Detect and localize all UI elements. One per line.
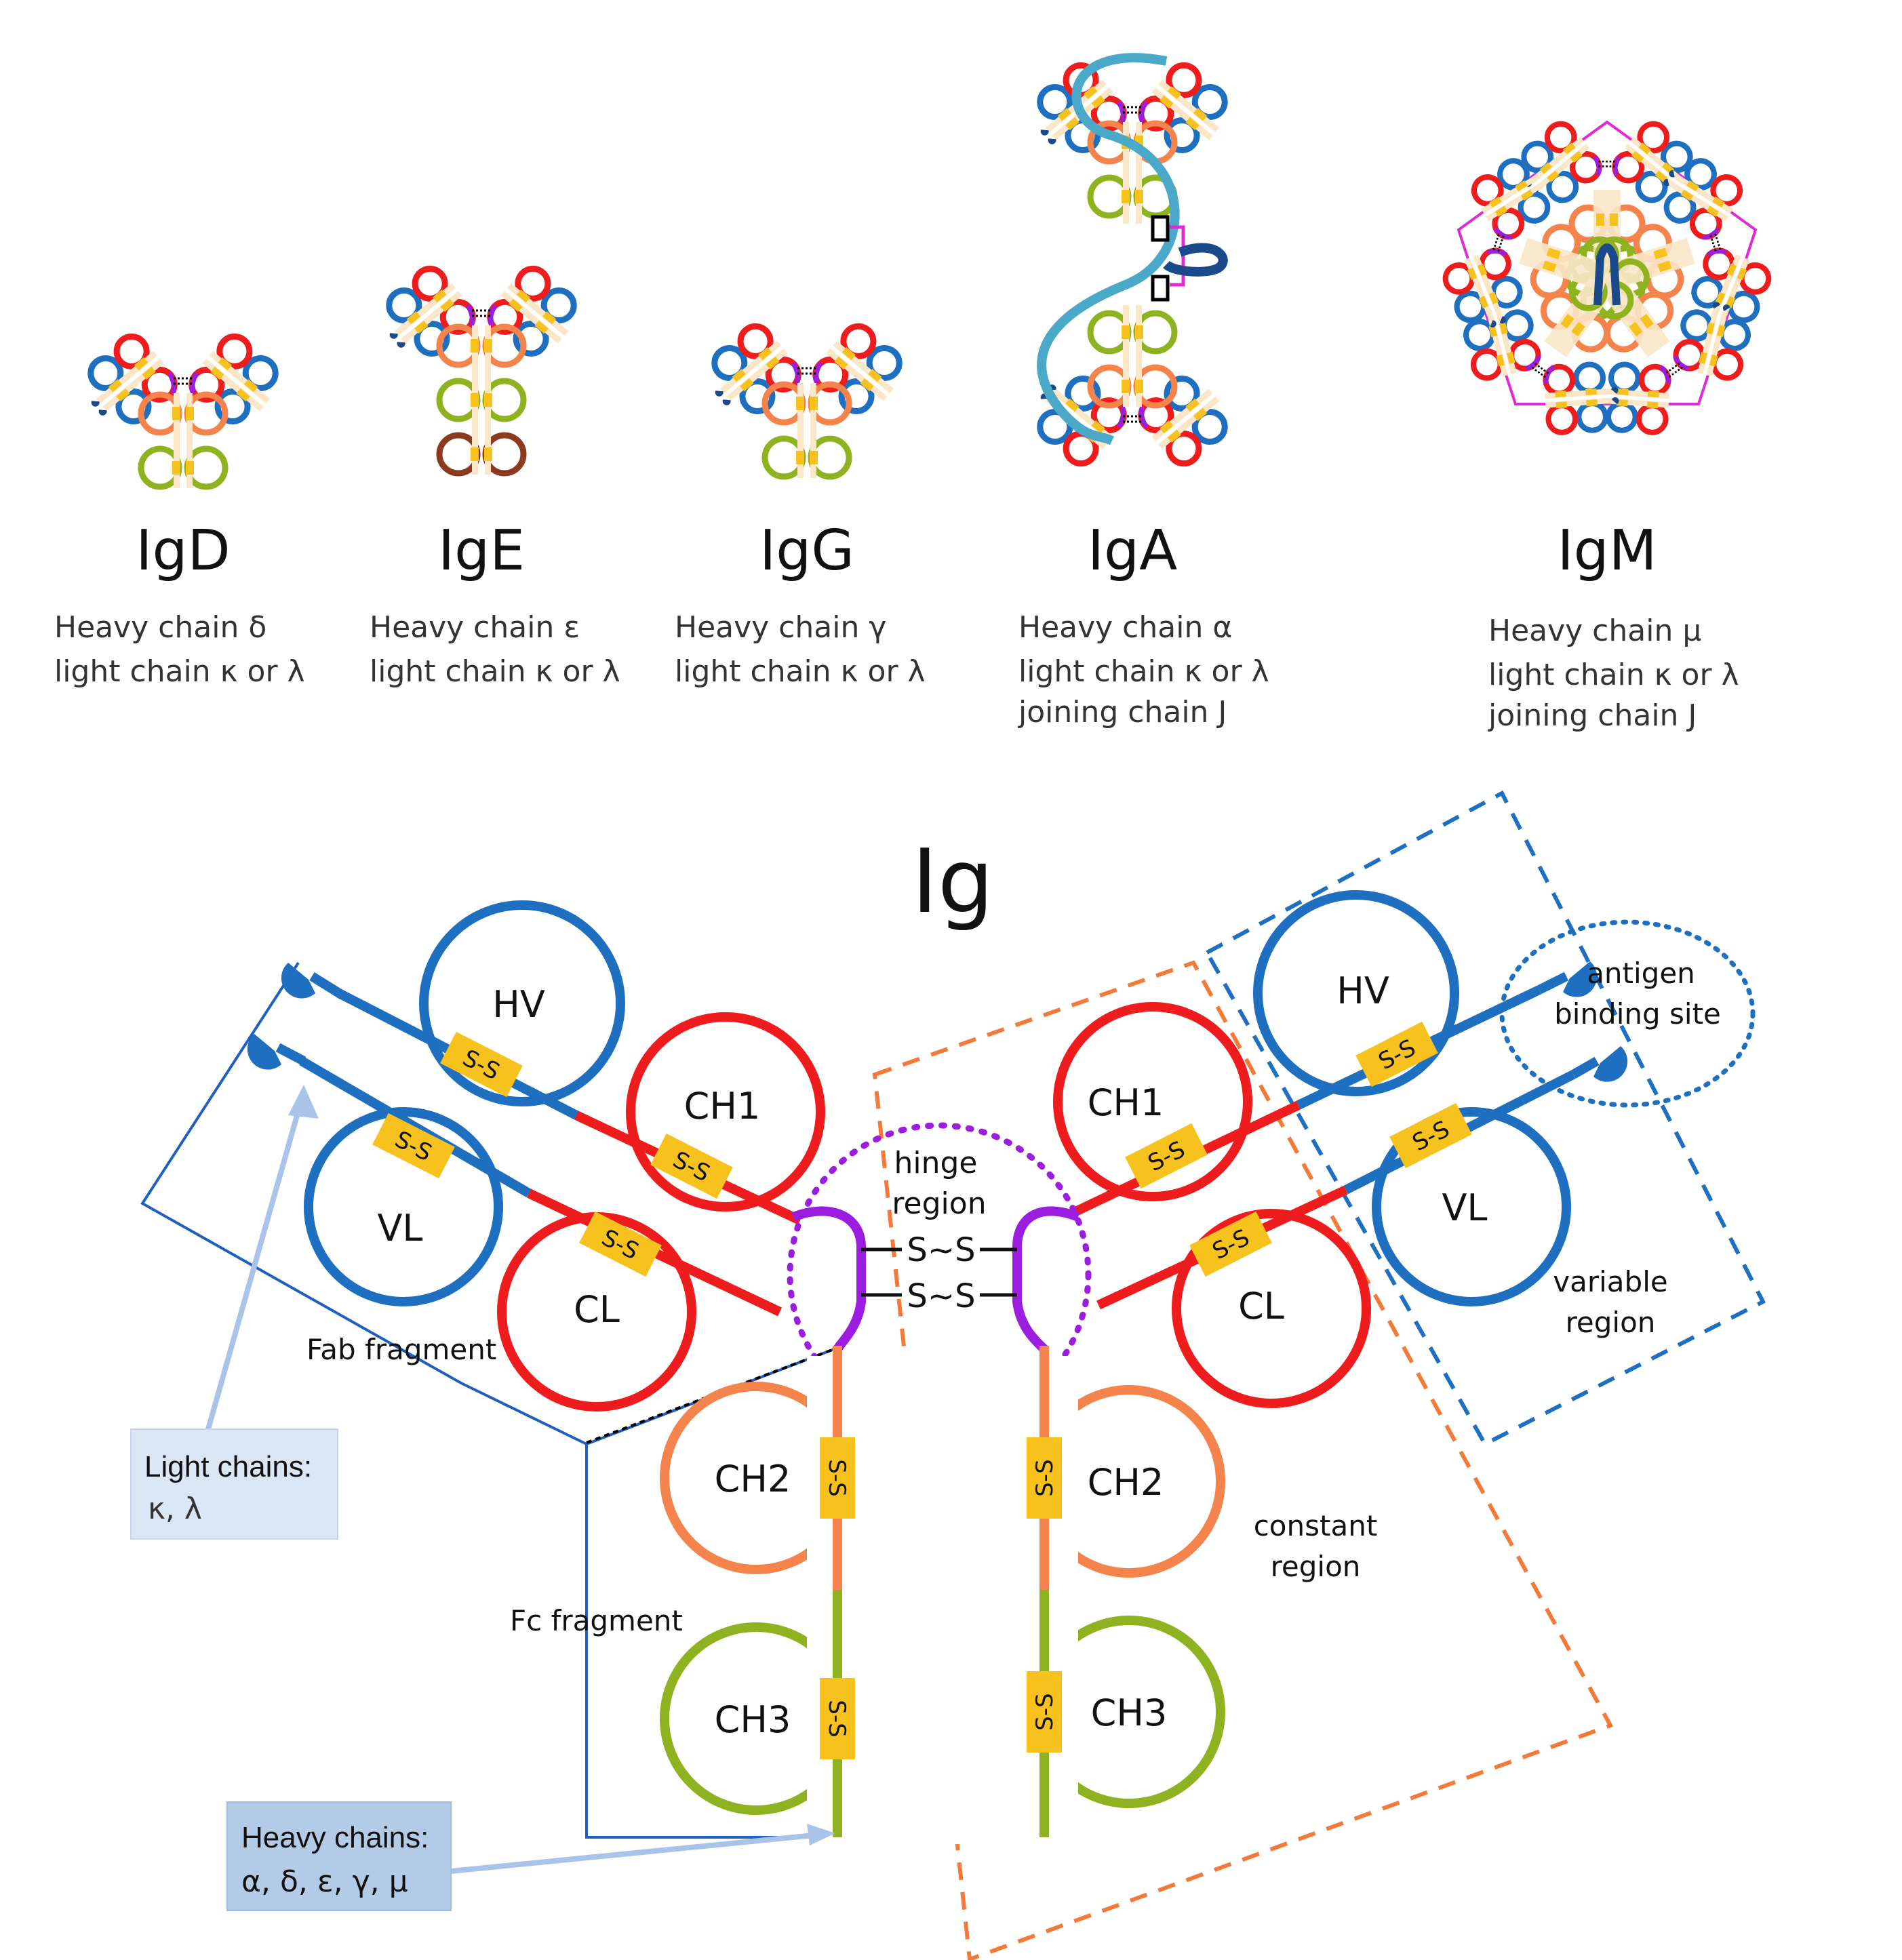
domain-label-hv-left: HV	[492, 983, 545, 1026]
ss-bond-label: S-S	[1031, 1693, 1058, 1730]
variable-region-label-line2: region	[1566, 1306, 1656, 1339]
antigen-binding-tip-icon	[1563, 961, 1598, 997]
heavy-chains-callout: Heavy chains: α, δ, ε, γ, μ	[226, 1801, 835, 1911]
antigen-binding-tip-icon	[1593, 1046, 1628, 1082]
igm-heavy-chain-text: Heavy chain μ	[1488, 614, 1701, 648]
heavy-chains-title: Heavy chains:	[241, 1821, 429, 1854]
right-fab-arm: S-S S-S S-S S-S HV VL CH1 CL	[1053, 890, 1628, 1408]
fc-stems: S-S S-S S-S S-S CH2 CH3 CH2 CH3	[660, 1346, 1225, 1844]
variable-region-box	[1204, 790, 1766, 1447]
iga-structure-icon	[1022, 53, 1237, 471]
igm-light-chain-text: light chain κ or λ	[1488, 658, 1739, 692]
ige-structure-icon	[371, 261, 587, 477]
antigen-binding-site-label-line2: binding site	[1554, 997, 1721, 1031]
domain-label-vl-left: VL	[377, 1207, 422, 1249]
heavy-chains-types: α, δ, ε, γ, μ	[241, 1864, 408, 1899]
light-chains-types: κ, λ	[148, 1492, 202, 1526]
light-chains-callout: Light chains: κ, λ	[130, 1085, 338, 1540]
isotype-name-ige: IgE	[438, 519, 525, 583]
igd-light-chain-text: light chain κ or λ	[54, 654, 305, 689]
light-chains-title: Light chains:	[144, 1450, 312, 1483]
main-title: Ig	[912, 830, 994, 933]
igg-structure-icon	[696, 319, 912, 480]
domain-label-ch2-left: CH2	[715, 1458, 791, 1500]
antigen-binding-tip-icon	[281, 963, 315, 999]
isotype-name-igm: IgM	[1558, 519, 1657, 583]
domain-label-ch3-right: CH3	[1091, 1692, 1168, 1734]
fc-fragment-label: Fc fragment	[510, 1604, 683, 1637]
iga-heavy-chain-text: Heavy chain α	[1018, 610, 1232, 645]
igd-heavy-chain-text: Heavy chain δ	[54, 610, 266, 645]
hinge-region-label-line1: hinge	[894, 1146, 978, 1180]
variable-region-label-line1: variable	[1553, 1265, 1667, 1298]
domain-label-ch1-left: CH1	[684, 1085, 761, 1127]
isotype-name-iga: IgA	[1088, 519, 1177, 583]
igm-structure-icon	[1423, 117, 1789, 466]
domain-label-ch3-left: CH3	[715, 1698, 791, 1741]
fc-bracket	[585, 1444, 841, 1839]
ige-heavy-chain-text: Heavy chain ε	[370, 610, 580, 645]
hinge-ss-bond-1: S~S	[907, 1231, 975, 1269]
domain-label-cl-left: CL	[574, 1288, 620, 1331]
left-fab-arm: S-S S-S S-S S-S HV VL CH1 CL	[247, 900, 825, 1412]
igm-joining-chain-text: joining chain J	[1488, 698, 1697, 733]
domain-label-cl-right: CL	[1238, 1285, 1284, 1327]
isotype-name-igg: IgG	[759, 519, 854, 583]
domain-label-hv-right: HV	[1336, 969, 1389, 1012]
igg-light-chain-text: light chain κ or λ	[675, 654, 926, 689]
isotype-name-igd: IgD	[136, 519, 230, 583]
ss-bond-label: S-S	[823, 1700, 850, 1737]
domain-label-vl-right: VL	[1442, 1186, 1487, 1229]
igg-heavy-chain-text: Heavy chain γ	[675, 610, 886, 645]
hinge-region-label-line2: region	[892, 1186, 986, 1221]
iga-light-chain-text: light chain κ or λ	[1018, 654, 1269, 689]
antigen-binding-site-outline	[1499, 919, 1756, 1108]
igd-structure-icon	[73, 329, 288, 490]
antigen-binding-tip-icon	[247, 1034, 281, 1070]
ige-light-chain-text: light chain κ or λ	[370, 654, 620, 689]
hinge-ss-bond-2: S~S	[907, 1277, 975, 1315]
constant-region-label-line1: constant	[1254, 1509, 1378, 1542]
constant-region-label-line2: region	[1271, 1550, 1361, 1583]
ss-bond-label: S-S	[1031, 1459, 1058, 1496]
fab-fragment-label: Fab fragment	[306, 1333, 496, 1366]
ss-bond-label: S-S	[823, 1459, 850, 1496]
iga-joining-chain-text: joining chain J	[1018, 695, 1227, 729]
domain-label-ch2-right: CH2	[1088, 1461, 1164, 1504]
antigen-binding-site-label-line1: antigen	[1587, 957, 1695, 990]
domain-label-ch1-right: CH1	[1088, 1081, 1164, 1124]
